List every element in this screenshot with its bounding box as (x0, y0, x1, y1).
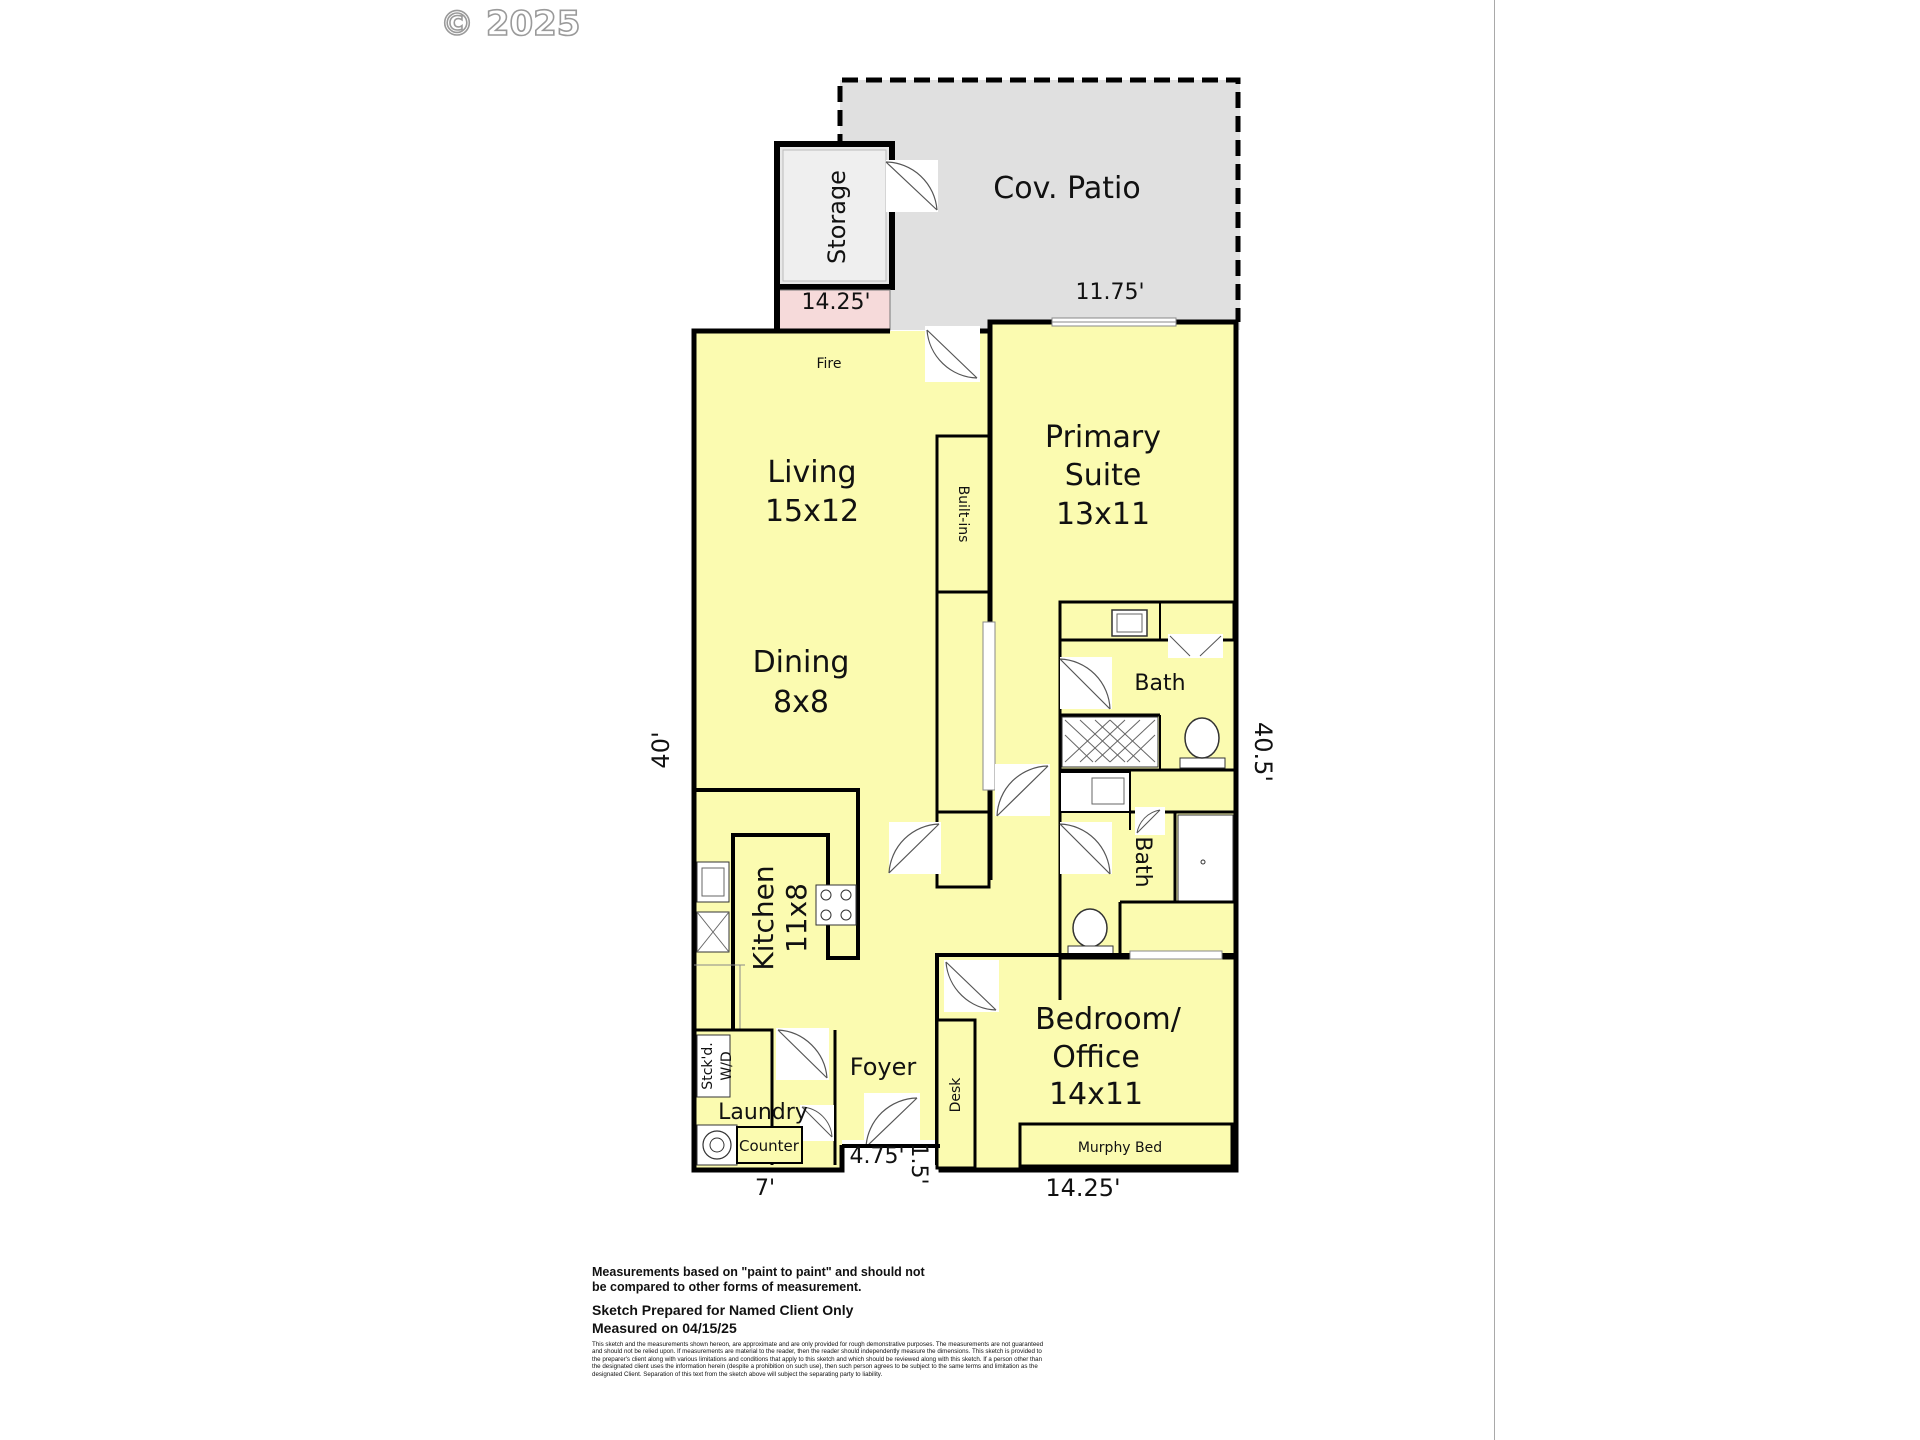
fine-print: This sketch and the measurements shown h… (592, 1341, 1044, 1378)
exterior-wall (691, 328, 890, 1173)
patio-label: Cov. Patio (993, 171, 1140, 206)
bedroom-line1: Bedroom/ (1035, 1002, 1182, 1037)
bedroom-size: 14x11 (1049, 1077, 1143, 1112)
note-line2: be compared to other forms of measuremen… (592, 1280, 862, 1294)
murphy-bed (1018, 1122, 1234, 1168)
disclaimer-notes: Measurements based on "paint to paint" a… (592, 1265, 1112, 1378)
builtins-label: Built-ins (955, 486, 971, 543)
dim-bottom-small: 1.5' (906, 1143, 931, 1184)
counter-label: Counter (739, 1137, 800, 1155)
dining-size: 8x8 (773, 685, 829, 720)
living-size: 15x12 (765, 494, 859, 529)
dim-bottom-left: 7' (755, 1176, 775, 1201)
counter (736, 1126, 803, 1164)
dim-right: 40.5' (1249, 722, 1277, 782)
page-divider (1494, 0, 1495, 1440)
copyright-watermark: © 2025 (440, 4, 580, 44)
dim-bottom-mid: 4.75' (849, 1144, 904, 1169)
stacked-wd-line2: W/D (719, 1051, 735, 1080)
dim-patio-right: 11.75' (1075, 280, 1144, 305)
bedroom-line2: Office (1052, 1040, 1140, 1075)
storage-label: Storage (823, 170, 851, 264)
living-name: Living (767, 455, 856, 490)
bath2-label: Bath (1130, 836, 1155, 887)
stacked-wd-line1: Stck'd. (700, 1042, 716, 1089)
dining-name: Dining (753, 645, 850, 680)
desk (935, 1018, 977, 1170)
kitchen-size: 11x8 (780, 883, 813, 953)
bath1-label: Bath (1134, 671, 1185, 696)
primary-line2: Suite (1065, 458, 1142, 493)
note-line3: Sketch Prepared for Named Client Only (592, 1302, 854, 1318)
laundry-label: Laundry (718, 1100, 808, 1125)
foyer-label: Foyer (850, 1053, 917, 1081)
dim-left: 40' (647, 731, 675, 768)
murphy-label: Murphy Bed (1078, 1140, 1162, 1156)
desk-label: Desk (948, 1077, 964, 1113)
builtins-cabinet (935, 434, 991, 594)
dim-bottom-right: 14.25' (1045, 1174, 1120, 1202)
kitchen-name: Kitchen (747, 865, 780, 970)
note-line1: Measurements based on "paint to paint" a… (592, 1265, 925, 1279)
patio-dashed-edge (837, 77, 1241, 322)
dim-patio-top: 14.25' (801, 290, 870, 315)
primary-line1: Primary (1045, 420, 1161, 455)
fire-label: Fire (817, 356, 842, 372)
primary-size: 13x11 (1056, 497, 1150, 532)
note-line4: Measured on 04/15/25 (592, 1320, 737, 1336)
shower (1061, 716, 1159, 768)
